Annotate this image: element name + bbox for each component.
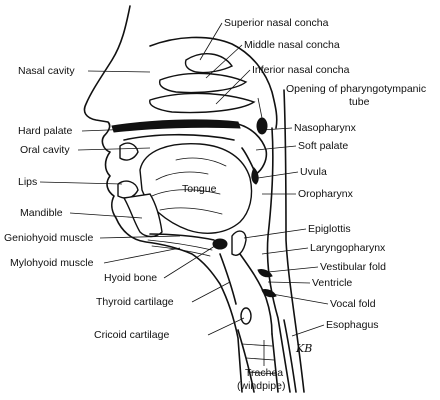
label-opening-line2: tube xyxy=(349,96,370,108)
epiglottis-shape xyxy=(231,230,247,256)
superior-nasal-concha-shape xyxy=(184,53,234,74)
label-oropharynx: Oropharynx xyxy=(298,188,354,200)
vocal-fold-shape xyxy=(261,289,277,298)
artist-signature: KB xyxy=(295,342,312,355)
leader-lines xyxy=(39,22,329,366)
label-hyoid-bone: Hyoid bone xyxy=(104,272,157,284)
label-mandible: Mandible xyxy=(20,207,63,219)
label-laryngopharynx: Laryngopharynx xyxy=(310,242,386,254)
label-epiglottis: Epiglottis xyxy=(308,223,351,235)
label-geniohyoid-muscle: Geniohyoid muscle xyxy=(4,232,93,244)
label-uvula: Uvula xyxy=(300,166,327,178)
oral-cavity-roof xyxy=(123,133,235,141)
hard-palate-shape xyxy=(111,119,241,133)
label-soft-palate: Soft palate xyxy=(298,140,348,152)
label-inferior-nasal-concha: Inferior nasal concha xyxy=(252,64,350,76)
esophagus-shape xyxy=(283,319,297,393)
label-nasal-cavity: Nasal cavity xyxy=(18,65,75,77)
nasal-cavity-outline xyxy=(149,36,278,129)
soft-palate-shape xyxy=(237,123,268,175)
upper-lip-teeth xyxy=(119,142,139,161)
middle-nasal-concha-shape xyxy=(158,72,248,94)
label-lips: Lips xyxy=(18,176,37,188)
trachea-rings xyxy=(241,343,277,375)
tongue-texture xyxy=(151,157,227,215)
inferior-nasal-concha-shape xyxy=(149,92,256,114)
label-trachea-line2: (windpipe) xyxy=(237,380,285,392)
label-vestibular-fold: Vestibular fold xyxy=(320,261,386,273)
trachea-front xyxy=(237,329,255,393)
larynx-outline xyxy=(239,253,273,335)
tube-opening-shape xyxy=(256,117,268,135)
label-hard-palate: Hard palate xyxy=(18,125,72,137)
uvula-shape xyxy=(251,167,259,185)
label-thyroid-cartilage: Thyroid cartilage xyxy=(96,296,174,308)
label-cricoid-cartilage: Cricoid cartilage xyxy=(94,329,169,341)
label-opening-line1: Opening of pharyngotympanic xyxy=(286,83,426,95)
hyoid-bone-shape xyxy=(212,238,228,250)
geniohyoid-muscle-shape xyxy=(149,233,215,241)
label-middle-nasal-concha: Middle nasal concha xyxy=(244,39,340,51)
cricoid-cartilage-shape xyxy=(240,307,252,325)
tongue-shape xyxy=(139,143,253,234)
trachea-back xyxy=(271,333,279,393)
back-of-neck xyxy=(283,89,305,393)
label-esophagus: Esophagus xyxy=(326,319,379,331)
pharynx-wall xyxy=(266,127,291,393)
label-nasopharynx: Nasopharynx xyxy=(294,122,357,134)
label-superior-nasal-concha: Superior nasal concha xyxy=(224,17,329,29)
mylohyoid-muscle-shape xyxy=(147,239,213,257)
label-mylohyoid-muscle: Mylohyoid muscle xyxy=(10,257,94,269)
face-profile xyxy=(83,5,243,393)
label-trachea-line1: Trachea xyxy=(245,367,283,379)
lower-lip-teeth xyxy=(117,180,139,199)
label-ventricle: Ventricle xyxy=(312,277,352,289)
label-vocal-fold: Vocal fold xyxy=(330,298,376,310)
vestibular-fold-shape xyxy=(257,269,273,278)
thyroid-cartilage-shape xyxy=(219,253,237,305)
label-tongue: Tongue xyxy=(182,183,217,195)
label-oral-cavity: Oral cavity xyxy=(20,144,70,156)
